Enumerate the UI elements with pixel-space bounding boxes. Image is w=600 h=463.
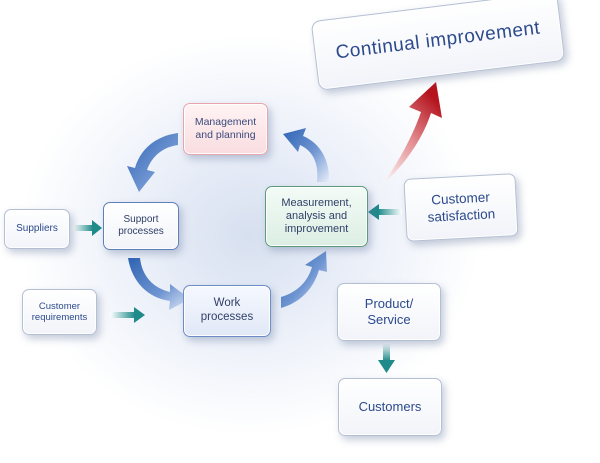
measurement-analysis-box: Measurement, analysis and improvement <box>265 186 368 247</box>
customers-label: Customers <box>358 399 422 415</box>
teal-arrow-product-to-customers <box>378 343 395 373</box>
customer-requirements-label: Customer requirements <box>31 300 88 323</box>
continual-improvement-label: Continual improvement <box>334 17 542 64</box>
product-service-label: Product/ Service <box>364 296 414 327</box>
cycle-arrow-measurement-to-management <box>283 128 330 182</box>
work-processes-box: Work processes <box>183 285 271 337</box>
support-processes-box: Support processes <box>103 202 179 250</box>
suppliers-label: Suppliers <box>16 223 58 234</box>
cycle-arrow-management-to-support <box>127 133 178 192</box>
support-processes-label: Support processes <box>118 214 164 237</box>
teal-arrow-requirements-to-work <box>110 307 145 323</box>
customer-satisfaction-label: Customer satisfaction <box>427 189 496 225</box>
customers-box: Customers <box>338 378 442 436</box>
management-planning-label: Management and planning <box>194 116 257 141</box>
measurement-analysis-label: Measurement, analysis and improvement <box>281 196 352 236</box>
management-planning-box: Management and planning <box>183 103 268 155</box>
work-processes-label: Work processes <box>200 297 254 323</box>
teal-arrow-satisfaction-to-measurement <box>368 204 402 220</box>
teal-arrow-suppliers-to-support <box>73 220 102 236</box>
cycle-arrow-support-to-work <box>128 258 190 310</box>
customer-requirements-box: Customer requirements <box>22 289 97 335</box>
red-improvement-arrow <box>382 82 442 185</box>
suppliers-box: Suppliers <box>4 209 70 249</box>
product-service-box: Product/ Service <box>337 283 441 341</box>
customer-satisfaction-box: Customer satisfaction <box>403 173 519 242</box>
cycle-arrow-work-to-measurement <box>281 251 327 308</box>
